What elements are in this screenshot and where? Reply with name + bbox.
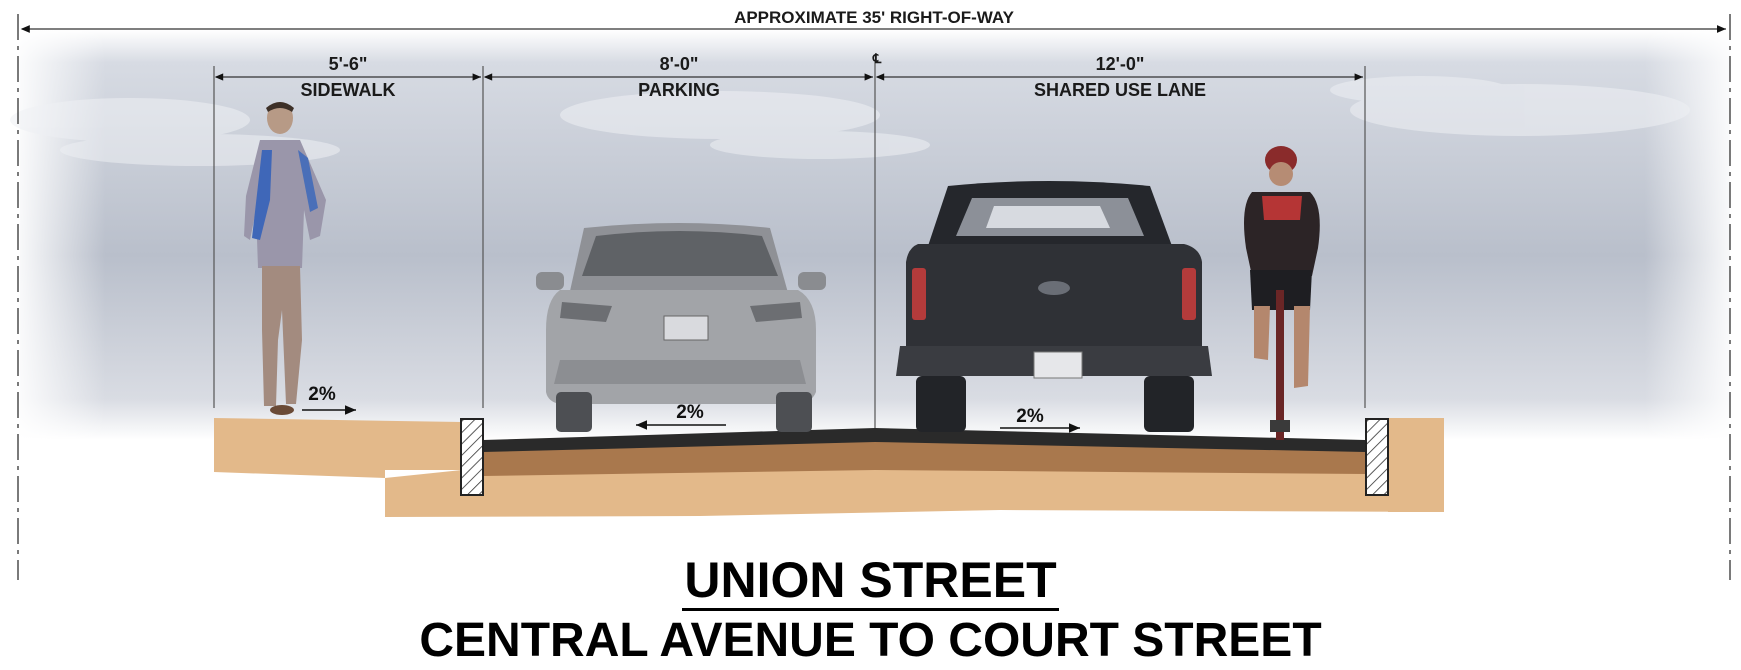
- row-label: APPROXIMATE 35' RIGHT-OF-WAY: [734, 8, 1015, 27]
- left-curb: [460, 418, 484, 496]
- slope-lane: 2%: [1000, 406, 1080, 433]
- centerline-symbol: ℄: [872, 51, 882, 66]
- sedan-rear-icon: [536, 223, 826, 432]
- svg-text:2%: 2%: [308, 384, 336, 405]
- lane-label: SHARED USE LANE: [1034, 80, 1206, 100]
- cyclist-icon: [1244, 146, 1320, 440]
- title-line-2: CENTRAL AVENUE TO COURT STREET: [0, 615, 1741, 667]
- segment-boundaries: [213, 62, 1366, 432]
- street-extent: CENTRAL AVENUE TO COURT STREET: [419, 614, 1322, 667]
- title-line-1: UNION STREET: [0, 552, 1741, 611]
- svg-text:2%: 2%: [676, 402, 704, 423]
- street-name: UNION STREET: [682, 552, 1059, 611]
- ground-section: [214, 418, 1444, 517]
- slope-parking: 2%: [636, 402, 726, 430]
- sidewalk-dimension: 5'-6": [329, 54, 368, 74]
- slope-sidewalk: 2%: [302, 384, 356, 415]
- right-curb: [1365, 418, 1389, 496]
- pedestrian-icon: [244, 102, 326, 415]
- parking-label: PARKING: [638, 80, 720, 100]
- sidewalk-label: SIDEWALK: [300, 80, 395, 100]
- svg-text:2%: 2%: [1016, 406, 1044, 427]
- lane-dimension: 12'-0": [1096, 54, 1145, 74]
- parking-dimension: 8'-0": [660, 54, 699, 74]
- pickup-truck-rear-icon: [896, 181, 1212, 432]
